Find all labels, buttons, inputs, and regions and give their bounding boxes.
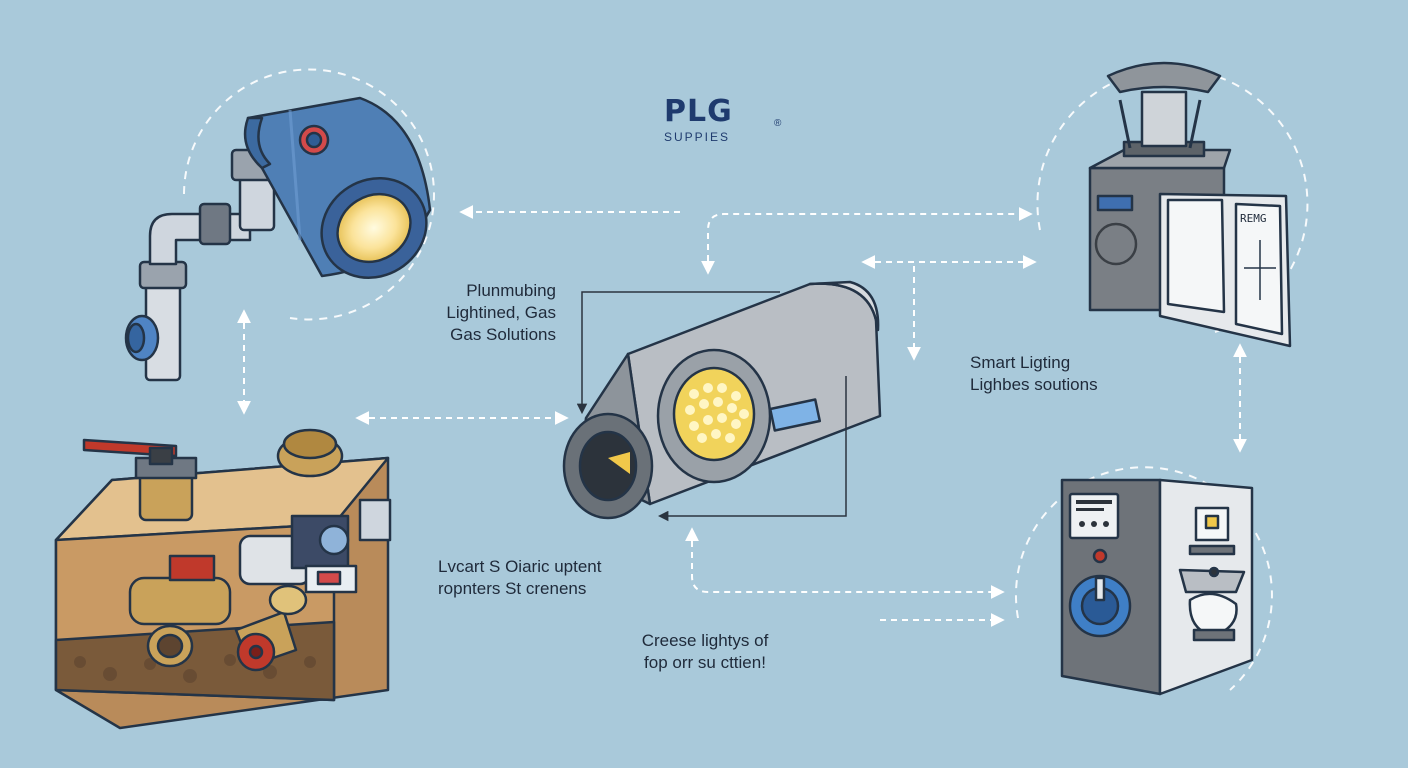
label-plumbing: Plunmubing Lightined, Gas Gas Solutions: [380, 280, 556, 346]
label-creese-line-1: Creese lightys of: [641, 631, 769, 650]
center-bracket-lines: [576, 291, 847, 522]
brand-registered-mark: ®: [774, 118, 782, 129]
label-smart-line-1: Smart Ligting: [970, 353, 1071, 372]
label-plumbing-line-2: Lightined, Gas: [446, 303, 556, 322]
smart-lamp-illustration: [1088, 61, 1292, 348]
label-plumbing-line-1: Plunmubing: [466, 281, 556, 300]
control-panel-illustration: [1060, 478, 1254, 696]
label-creese: Creese lightys of fop orr su cttien!: [600, 630, 810, 674]
brand-name: PLG: [664, 94, 733, 129]
label-lvcart-line-1: Lvcart S Oiaric uptent: [438, 557, 602, 576]
dashed-circles: [183, 67, 1309, 691]
circle-control-panel: [1015, 466, 1273, 691]
label-plumbing-line-3: Gas Solutions: [450, 325, 556, 344]
label-creese-line-2: fop orr su cttien!: [644, 653, 766, 672]
arrow-center-to-smart-lamp: [701, 207, 1033, 275]
label-smart-line-2: Lighbes soutions: [970, 375, 1098, 394]
plumbing-lamp-illustration: [124, 96, 432, 382]
arrow-camera-to-panel: [685, 527, 1005, 599]
brand-subtitle: SUPPIES: [664, 130, 731, 144]
circle-smart-lamp: [1036, 67, 1309, 333]
connector-arrows: [237, 205, 1247, 627]
center-camera-lamp-illustration: [562, 280, 882, 520]
lamp-panel-text: REMG: [1240, 212, 1267, 225]
brand-logo: PLG ® SUPPIES: [664, 94, 804, 145]
circle-plumbing-lamp: [183, 68, 435, 321]
label-smart-lighting: Smart Ligting Lighbes soutions: [970, 352, 1170, 396]
label-lvcart-line-2: ropnters St crenens: [438, 579, 587, 598]
label-lvcart: Lvcart S Oiaric uptent ropnters St crene…: [438, 556, 658, 600]
brass-manifold-illustration: [54, 428, 392, 730]
